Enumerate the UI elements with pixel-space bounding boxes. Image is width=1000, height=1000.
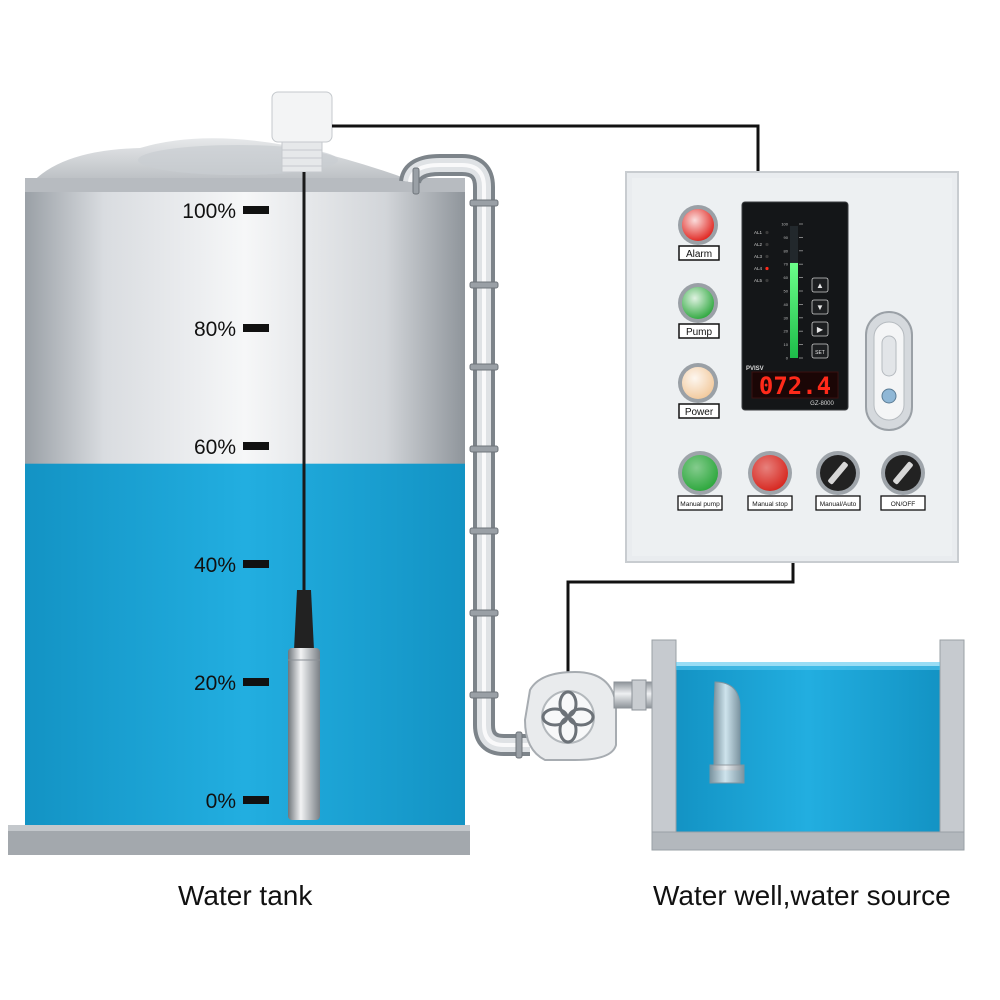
alarm-label: AL1 [754,230,763,235]
meter-key-label: ▲ [816,281,824,290]
tank-water [25,463,465,825]
meter-scale-label: 30 [784,315,789,320]
button-label: Manual/Auto [820,501,857,508]
meter-brand: PVISV [746,366,764,372]
meter-scale-label: 50 [784,289,789,294]
alarm-led [765,278,769,283]
scale-label: 0% [206,790,236,813]
alarm-led [765,254,769,259]
indicator-label: Alarm [686,249,712,260]
meter-scale-label: 60 [784,275,789,280]
meter-reading: 072.4 [759,372,831,400]
panel-to-pump-wire [566,562,795,680]
pipe-clamp [469,445,499,453]
meter-scale-label: 10 [784,342,789,347]
indicator-label: Power [685,407,714,418]
button-label: ON/OFF [891,501,916,508]
tank-caption: Water tank [178,880,313,911]
button-label: Manual pump [680,501,720,508]
scale-label: 40% [194,554,236,577]
meter-scale-label: 80 [784,248,789,253]
scale-label: 80% [194,318,236,341]
pipe-clamp [469,609,499,617]
button-label: Manual stop [752,501,788,508]
meter-key-label: ▼ [816,303,824,312]
water-well [651,639,965,851]
sensor-to-panel-wire [332,124,760,172]
meter-bar-fill [790,262,798,358]
scale-label: 20% [194,672,236,695]
selector-knob-icon [828,461,848,485]
meter-scale-label: 70 [784,262,789,267]
lock-icon [881,388,897,404]
meter-scale-label: 20 [784,329,789,334]
alarm-label: AL2 [754,242,763,247]
meter-key[interactable]: SET [811,343,829,359]
meter-scale-label: 0 [786,356,789,361]
panel-buttons[interactable]: Manual pump Manual stop Manual/Auto ON/OFF [677,451,926,511]
selector-knob-icon [893,461,913,485]
well-caption: Water well,water source [653,880,951,911]
pipe [399,154,530,759]
sensor-cap [271,91,333,143]
meter-display [751,371,839,399]
meter-key-label: ▶ [817,325,824,334]
scale-label: 60% [194,436,236,459]
meter-key[interactable]: ▲ [811,277,829,293]
button-manual-auto[interactable]: Manual/Auto [815,451,861,511]
tank-level-scale: 100% 80% 60% 40% 20% 0% [182,200,269,813]
fan-icon [541,690,595,744]
scale-tick [243,324,269,332]
alarm-led [765,242,769,247]
button-manual-pump[interactable]: Manual pump [677,451,723,511]
pipe-clamp [469,527,499,535]
scale-tick [243,206,269,214]
indicator-label: Pump [686,327,713,338]
sensor-connector [294,590,314,650]
pipe-clamp [412,167,420,195]
pipe-clamp [469,363,499,371]
meter-scale-label: 100 [781,222,788,227]
pipe-clamp [469,691,499,699]
water-tank: 100% 80% 60% 40% 20% 0% [8,91,470,855]
scale-tick [243,442,269,450]
alarm-label: AL5 [754,278,763,283]
meter-model: GZ-8000 [810,401,834,407]
pipe-clamp [515,731,523,759]
scale-tick [243,560,269,568]
pipe-clamp [469,199,499,207]
scale-tick [243,678,269,686]
button-on-off[interactable]: ON/OFF [880,451,926,511]
scale-label: 100% [182,200,236,223]
pipe-clamp [469,281,499,289]
alarm-label: AL4 [754,266,763,271]
button-manual-stop[interactable]: Manual stop [747,451,793,511]
panel-door-handle[interactable] [865,311,913,431]
meter-scale-label: 90 [784,235,789,240]
alarm-label: AL3 [754,254,763,259]
signal-wires [332,124,795,680]
meter-key-label: SET [815,350,825,356]
level-sensor-probe [288,648,320,820]
scale-tick [243,796,269,804]
indicator-power: Power [678,363,720,419]
indicator-pump: Pump [678,283,720,339]
alarm-led [765,266,769,271]
meter-scale-label: 40 [784,302,789,307]
meter-keys[interactable]: ▲ ▼ ▶ SET [811,277,829,359]
meter-key[interactable]: ▼ [811,299,829,315]
pipe-clamps [412,167,523,759]
meter-key[interactable]: ▶ [811,321,829,337]
indicator-alarm: Alarm [678,205,720,261]
alarm-led [765,230,769,235]
